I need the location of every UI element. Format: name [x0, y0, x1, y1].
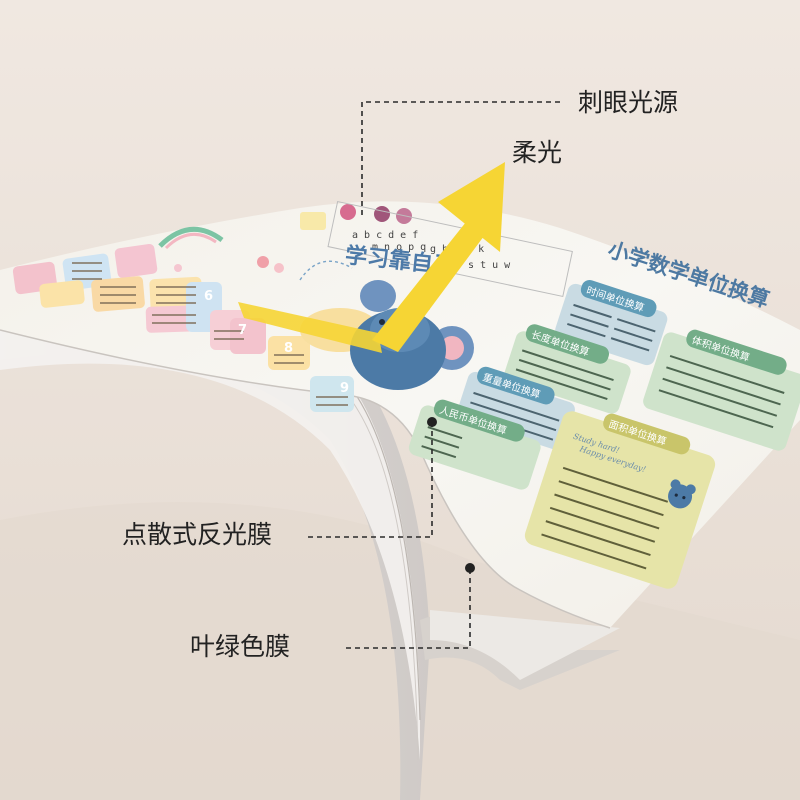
- svg-text:m n o p q: m n o p q: [372, 242, 426, 253]
- number-7: 7: [238, 323, 247, 338]
- mascot-ear-left: [360, 280, 396, 312]
- soft-light-arrow: [238, 162, 505, 353]
- arrow-incoming-band: [238, 302, 382, 353]
- card: [230, 318, 266, 354]
- card: [114, 244, 158, 278]
- dashed-doodle: [299, 260, 353, 281]
- diffuse-leader-line: [308, 425, 433, 538]
- number-8: 8: [284, 341, 293, 356]
- svg-text:a b c d e f: a b c d e f: [352, 230, 418, 241]
- rainbow-decoration-2: [164, 232, 217, 250]
- card: [268, 336, 310, 370]
- flower-decoration: [257, 256, 269, 268]
- flower-decoration: [174, 264, 182, 272]
- arrow-head: [438, 162, 505, 252]
- area-conversion-box: 面积单位换算 Study hard! Happy everyday!: [524, 411, 716, 589]
- flower-decoration: [274, 263, 284, 273]
- unit-boxes: 时间单位换算 长度单位换算 重量单位换算 人民币单位换算 体积单: [408, 280, 800, 589]
- soft-light-label: 柔光: [512, 138, 563, 167]
- arrow-shaft: [372, 222, 484, 352]
- card: [310, 376, 354, 412]
- green-film-label: 叶绿色膜: [190, 632, 291, 661]
- poster-edge-layer: [0, 299, 420, 760]
- svg-text:r s t u w: r s t u w: [456, 260, 511, 271]
- money-conversion-box: 人民币单位换算: [408, 399, 541, 490]
- diffuse-film-label: 点散式反光膜: [122, 520, 273, 549]
- volume-conversion-box: 体积单位换算: [643, 329, 800, 451]
- number-6: 6: [204, 289, 213, 304]
- weight-conversion-box: 重量单位换算: [457, 366, 575, 450]
- card: [39, 280, 85, 308]
- green-leader-dot: [465, 563, 475, 573]
- number-9: 9: [340, 381, 349, 396]
- callout-lines: [308, 101, 560, 649]
- multiplication-cards: 6 7 8 9: [12, 244, 354, 412]
- glare-leader-line: [361, 101, 560, 215]
- poster-surface-edge: [0, 329, 611, 629]
- green-leader-line: [346, 570, 471, 649]
- right-bottom-edge: [430, 610, 620, 680]
- rainbow-decoration: [158, 226, 224, 248]
- glare-light-label: 刺眼光源: [578, 88, 679, 117]
- diffuse-leader-dot: [427, 417, 437, 427]
